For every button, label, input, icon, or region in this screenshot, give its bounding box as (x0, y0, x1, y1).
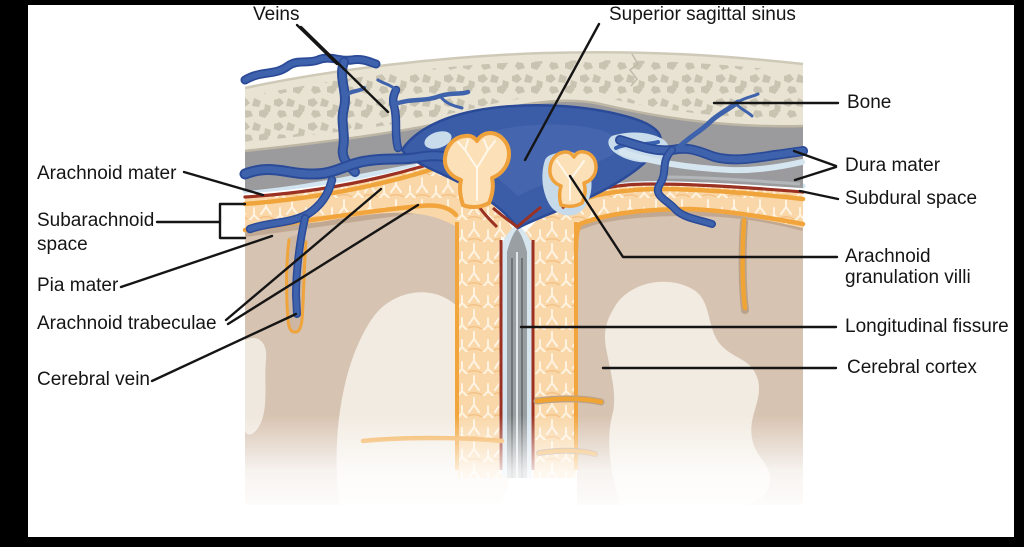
fade-overlay (240, 415, 808, 537)
leader-pia (119, 234, 274, 289)
frame-bottom-bar (0, 537, 1024, 547)
label-pia-mater: Pia mater (37, 275, 119, 296)
label-arachnoid-granulation-villi: Arachnoid granulation villi (845, 246, 971, 288)
label-subarachnoid-space: Subarachnoid space (37, 210, 155, 255)
leader-villi (568, 174, 839, 259)
label-arachnoid-mater: Arachnoid mater (37, 163, 177, 184)
leader-veins-2 (299, 25, 390, 114)
label-bone: Bone (847, 92, 892, 113)
leader-arachnoid-mater (182, 170, 265, 197)
leader-superior-sagittal-sinus (523, 22, 601, 162)
frame-right-bar (1014, 0, 1024, 547)
label-arachnoid-trabeculae: Arachnoid trabeculae (37, 313, 217, 334)
leader-veins-1 (295, 23, 339, 66)
leader-cerebral-vein (150, 312, 298, 383)
frame-top-bar (0, 0, 1024, 5)
label-veins: Veins (253, 4, 300, 25)
label-superior-sagittal-sinus: Superior sagittal sinus (609, 4, 796, 25)
leader-trabeculae-2 (226, 203, 420, 326)
label-cerebral-vein: Cerebral vein (37, 369, 150, 390)
bone-region (244, 50, 804, 153)
leader-trabeculae-1 (224, 187, 383, 322)
label-longitudinal-fissure: Longitudinal fissure (845, 316, 1009, 337)
leader-lines (119, 22, 840, 383)
label-dura-mater: Dura mater (845, 155, 941, 176)
subarachnoid-bracket (218, 202, 247, 240)
leader-dura-2 (793, 165, 838, 182)
frame-left-bar (0, 0, 28, 547)
label-cerebral-cortex: Cerebral cortex (847, 357, 977, 378)
leader-dura-1 (792, 149, 838, 168)
leader-subdural (798, 189, 840, 201)
label-subdural-space: Subdural space (845, 188, 978, 209)
